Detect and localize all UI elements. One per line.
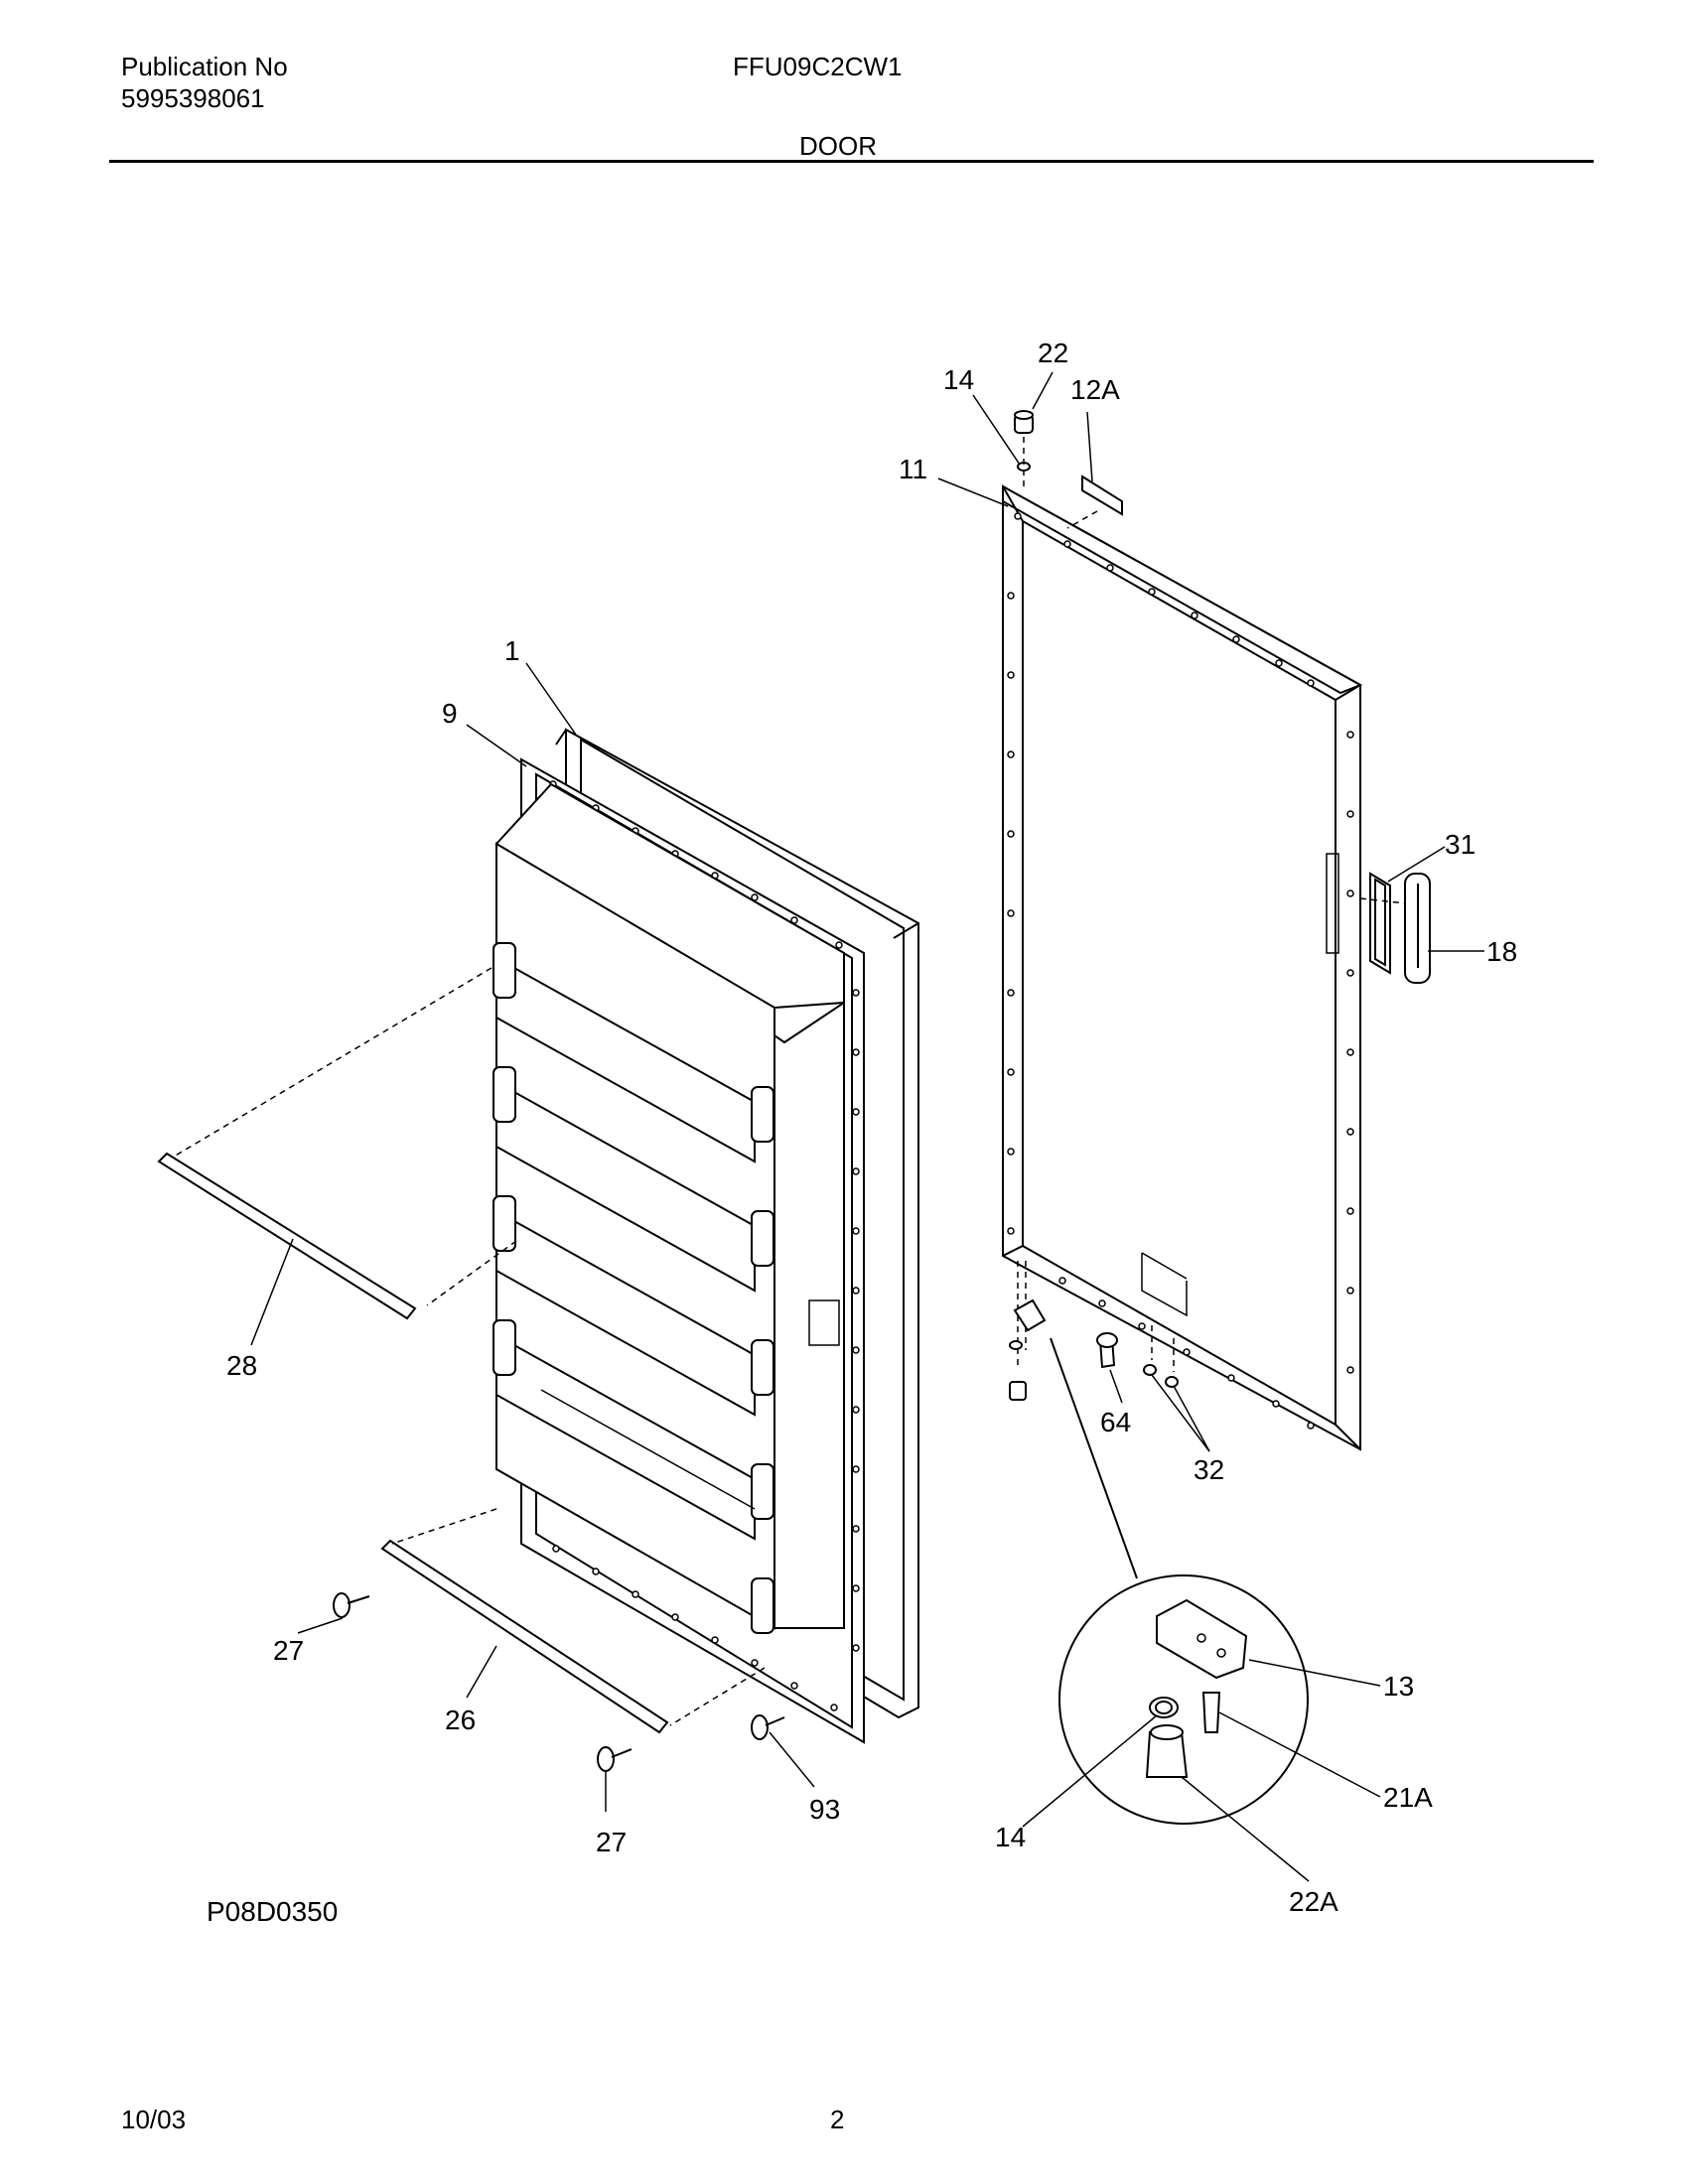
section-title: DOOR	[799, 131, 877, 161]
header-rule	[109, 160, 1594, 163]
top-washer-14	[1017, 437, 1031, 491]
callout-1: 1	[504, 635, 520, 666]
callout-11: 11	[899, 454, 927, 484]
callout-14-bottom: 14	[995, 1822, 1026, 1852]
callout-26: 26	[445, 1705, 476, 1735]
door-handle-18	[1359, 873, 1431, 984]
callout-13: 13	[1383, 1671, 1414, 1702]
shelf-retainer-bar-28	[157, 967, 517, 1320]
callout-22: 22	[1038, 338, 1068, 368]
leader-lines	[250, 371, 1484, 1882]
footer-date: 10/03	[121, 2105, 187, 2134]
callout-64: 64	[1100, 1407, 1131, 1437]
screw-93	[751, 1714, 785, 1740]
bottom-hinge-assembly	[1009, 1261, 1179, 1401]
label-12A	[1066, 475, 1123, 529]
screw-27-upper	[333, 1592, 370, 1618]
door-shelves	[492, 782, 845, 1634]
callout-27-lower: 27	[596, 1827, 627, 1857]
callout-22A: 22A	[1289, 1886, 1338, 1917]
callout-14-top: 14	[943, 364, 974, 395]
screw-27-lower	[597, 1746, 633, 1772]
callout-12A: 12A	[1070, 374, 1120, 405]
top-bushing-22	[1014, 410, 1034, 434]
footer-page-number: 2	[830, 2105, 845, 2134]
callout-31: 31	[1445, 829, 1476, 860]
outer-door-panel	[1002, 484, 1363, 1451]
handle-gasket-31	[1369, 872, 1391, 975]
outer-panel-holes	[1007, 512, 1354, 1430]
publication-label: Publication No	[121, 52, 288, 81]
publication-number: 5995398061	[121, 83, 265, 113]
callout-28: 28	[226, 1350, 257, 1381]
callout-27-upper: 27	[273, 1635, 304, 1666]
callout-93: 93	[809, 1794, 840, 1825]
model-number: FFU09C2CW1	[733, 52, 903, 81]
hinge-detail-callout	[1050, 1337, 1309, 1825]
callout-32: 32	[1194, 1454, 1224, 1485]
figure-code: P08D0350	[207, 1896, 338, 1927]
callout-18: 18	[1486, 936, 1517, 967]
callout-9: 9	[442, 698, 458, 729]
shelf-retainer-bar-26	[380, 1508, 766, 1734]
callout-21A: 21A	[1383, 1782, 1433, 1813]
